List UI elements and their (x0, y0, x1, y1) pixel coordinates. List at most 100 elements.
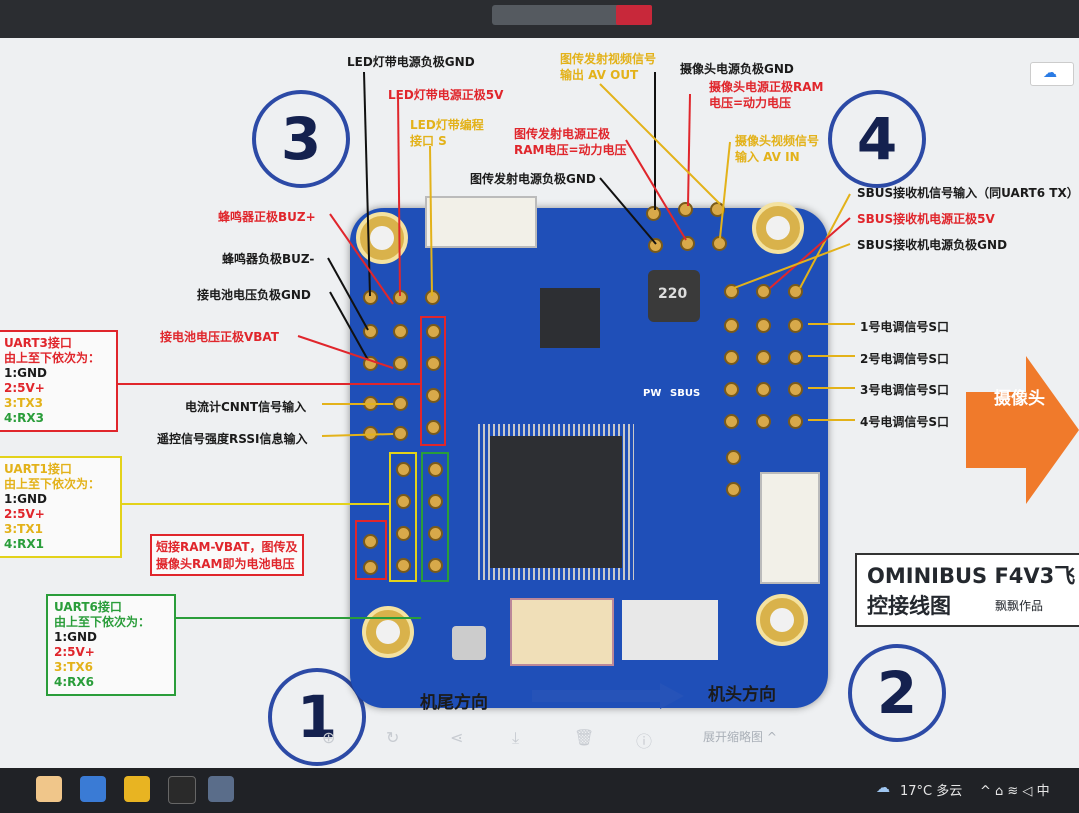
direction-arrow (532, 683, 684, 709)
zoom-in-icon[interactable]: ⊕ (322, 728, 336, 747)
head-direction-label: 机头方向 (708, 685, 776, 705)
label-cam-ram: 摄像头电源正极RAM (709, 80, 824, 94)
uart1-p1: 1:GND (4, 492, 48, 506)
mount-hole-tr (752, 202, 804, 254)
pad (428, 558, 443, 573)
line-sbus-gnd (733, 243, 851, 289)
uart3-p1: 1:GND (4, 366, 48, 380)
pad (680, 236, 695, 251)
pad (756, 382, 771, 397)
label-bat-gnd: 接电池电压负极GND (197, 288, 311, 302)
label-cnnt: 电流计CNNT信号输入 (185, 400, 307, 414)
capture-controls[interactable] (492, 5, 652, 25)
label-esc4: 4号电调信号S口 (860, 415, 949, 429)
pad (788, 350, 803, 365)
led-connector (425, 196, 537, 248)
label-cam-gnd: 摄像头电源负极GND (680, 62, 794, 76)
pad (393, 396, 408, 411)
info-icon[interactable]: ⓘ (636, 732, 653, 751)
pw-mark: PW (643, 388, 662, 399)
app-icon-2[interactable] (80, 776, 106, 802)
uart6-p1: 1:GND (54, 630, 98, 644)
uart3-highlight (420, 316, 446, 446)
label-cam-av-in: 摄像头视频信号 (735, 134, 820, 148)
weather-text[interactable]: 17°C 多云 (900, 784, 963, 799)
pad (724, 350, 739, 365)
line-buz-plus (329, 213, 394, 305)
corner-marker-2: 2 (848, 644, 946, 742)
uart1-p3: 3:TX1 (4, 522, 43, 536)
line-vbat (297, 335, 394, 369)
app-corner-icon[interactable]: ☁ (1030, 62, 1074, 86)
uart6-p3: 3:TX6 (54, 660, 93, 674)
share-icon[interactable]: ⋖ (450, 728, 464, 747)
line-rssi (321, 433, 394, 437)
label-vtx-av-out: 图传发射视频信号 (560, 52, 657, 66)
camera-direction-arrow (966, 356, 1079, 504)
inductor-label: 220 (658, 286, 688, 302)
pad (710, 202, 725, 217)
line-cam-ram (687, 93, 691, 207)
folder-icon[interactable] (124, 776, 150, 802)
pad (393, 324, 408, 339)
pad (396, 462, 411, 477)
uart6-p2: 2:5V+ (54, 645, 95, 659)
camera-label: 摄像头 (994, 389, 1045, 409)
line-cam-av-in (719, 141, 731, 239)
tail-direction-label: 机尾方向 (420, 693, 488, 713)
uart1-p4: 4:RX1 (4, 537, 44, 551)
label-sbus-sig: SBUS接收机信号输入（同UART6 TX） (857, 186, 1079, 200)
pad (648, 238, 663, 253)
uart1-sub: 由上至下依次为： (4, 477, 101, 491)
uart6-legend: UART6接口 由上至下依次为： 1:GND 2:5V+ 3:TX6 4:RX6 (46, 594, 176, 696)
label-vtx-av-out2: 输出 AV OUT (560, 68, 639, 82)
title-banner: OMINIBUS F4V3飞 控接线图 飘飘作品 (855, 553, 1079, 627)
pad (678, 202, 693, 217)
app-icon-5[interactable] (208, 776, 234, 802)
uart1-title: UART1接口 (4, 462, 72, 476)
pad (428, 526, 443, 541)
uart6-sub: 由上至下依次为： (54, 615, 151, 629)
pad (363, 560, 378, 575)
label-esc1: 1号电调信号S口 (860, 320, 949, 334)
short-ram-line1: 短接RAM-VBAT，图传及 (156, 540, 298, 554)
line-sbus-5v (769, 217, 851, 289)
line-vtx-av-out (599, 83, 721, 205)
inductor: 220 (648, 270, 700, 322)
side-connector (760, 472, 820, 584)
mount-hole-br (756, 594, 808, 646)
pad (724, 318, 739, 333)
pad (756, 318, 771, 333)
label-led-s2: 接口 S (410, 134, 447, 148)
pad (756, 284, 771, 299)
taskbar: ☁ 17°C 多云 ^ ⌂ ≋ ◁ 中 (0, 768, 1079, 813)
app-icon-1[interactable] (36, 776, 62, 802)
uart3-p2: 2:5V+ (4, 381, 45, 395)
label-rssi: 遥控信号强度RSSI信息输入 (157, 432, 308, 446)
uart3-p4: 4:RX3 (4, 411, 44, 425)
mcu-chip (490, 436, 622, 568)
line-led-5v (397, 93, 401, 297)
record-button[interactable] (616, 5, 652, 25)
label-led-s: LED灯带编程 (410, 118, 484, 132)
delete-icon[interactable]: 🗑 (574, 728, 595, 747)
download-icon[interactable]: ⤓ (512, 728, 520, 747)
app-icon-4[interactable] (168, 776, 196, 804)
window-top-bar (0, 0, 1079, 38)
uart1-p2: 2:5V+ (4, 507, 45, 521)
pad (788, 382, 803, 397)
rotate-icon[interactable]: ↻ (386, 728, 400, 747)
pad (726, 482, 741, 497)
bottom-connector (510, 598, 614, 666)
uart3-sub: 由上至下依次为： (4, 351, 101, 365)
pad (788, 414, 803, 429)
pad (426, 388, 441, 403)
uart1-highlight (389, 452, 417, 582)
pad (426, 324, 441, 339)
tray-icons[interactable]: ^ ⌂ ≋ ◁ 中 (980, 784, 1050, 799)
weather-icon: ☁ (876, 780, 890, 796)
expand-thumbnails[interactable]: 展开缩略图 ^ (703, 730, 777, 744)
pad (726, 450, 741, 465)
label-buz-minus: 蜂鸣器负极BUZ- (222, 252, 315, 266)
label-cam-av-in2: 输入 AV IN (735, 150, 800, 164)
